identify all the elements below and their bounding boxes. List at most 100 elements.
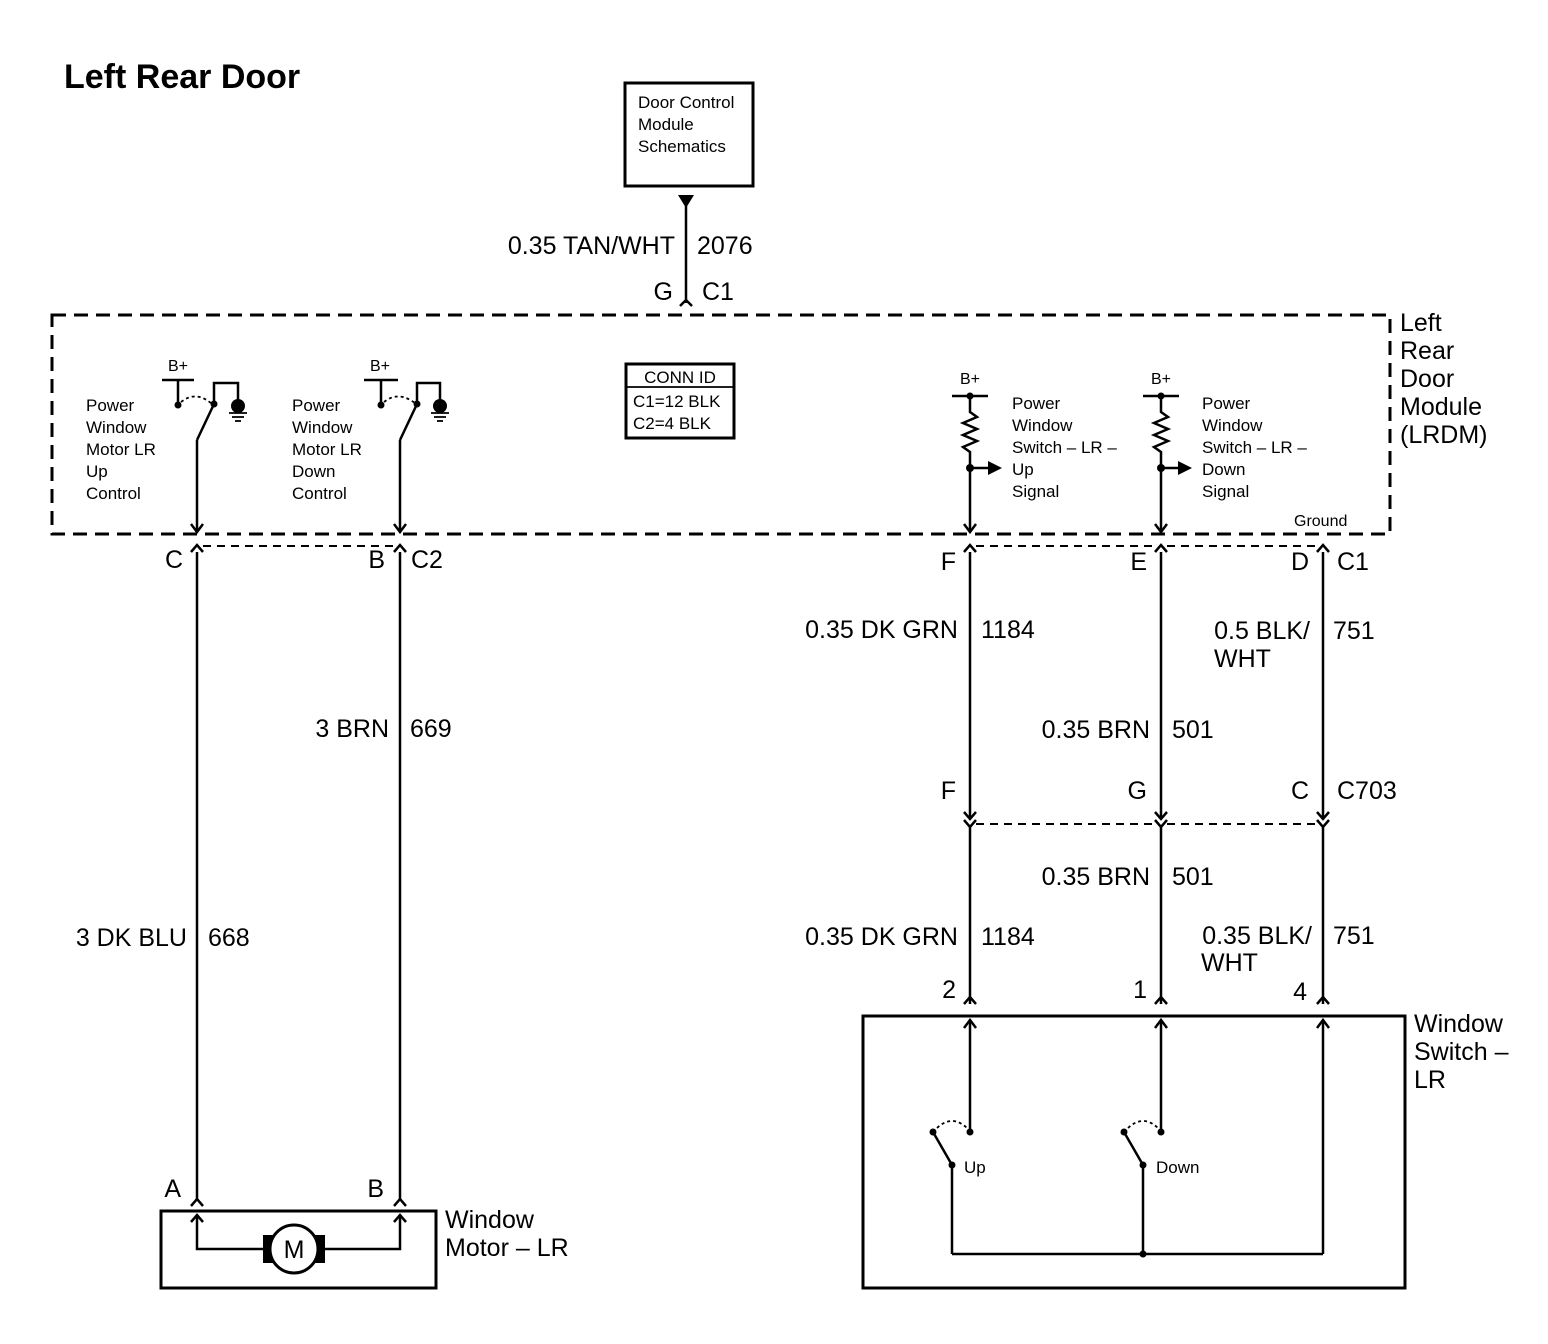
lrdm-boundary — [50, 313, 1392, 536]
wire-501: 0.35 BRN 501 — [1042, 552, 1214, 818]
motor-label-2: Motor – LR — [445, 1234, 569, 1262]
down-signal-label-3: Switch – LR – — [1202, 438, 1307, 457]
motor-pin-a: A — [164, 1175, 181, 1203]
down-signal-circuit: B+ Power Window Switch – LR – Down Signa… — [1143, 371, 1307, 535]
wire-1184-gauge: 0.35 DK GRN — [805, 616, 958, 644]
wire-669: 3 BRN 669 — [315, 552, 452, 1200]
wire-2076-pin: G — [654, 278, 673, 306]
up-control-label-4: Up — [86, 462, 108, 481]
down-control-label-2: Window — [292, 418, 353, 437]
pin-b: B — [368, 546, 385, 574]
wire-2076-circuit: 2076 — [697, 232, 753, 260]
up-control-label-1: Power — [86, 396, 135, 415]
lrdm-label-2: Rear — [1400, 337, 1454, 365]
pin-f: F — [941, 548, 956, 576]
switch-down-label: Down — [1156, 1158, 1199, 1177]
bplus-label: B+ — [960, 371, 980, 388]
wire-2076: 0.35 TAN/WHT 2076 G C1 — [508, 195, 753, 307]
up-signal-label-3: Switch – LR – — [1012, 438, 1117, 457]
window-switch-label-1: Window — [1414, 1010, 1504, 1038]
wire-668-gauge: 3 DK BLU — [76, 924, 187, 952]
module-connectors: C B C2 F E D C1 — [165, 543, 1369, 576]
wire-501-circuit: 501 — [1172, 716, 1214, 744]
up-signal-label-5: Signal — [1012, 482, 1059, 501]
wire-751-circuit: 751 — [1333, 617, 1375, 645]
ground-icon — [231, 399, 245, 413]
dcm-label-2: Module — [638, 115, 694, 134]
down-signal-label-2: Window — [1202, 416, 1263, 435]
up-control-label-3: Motor LR — [86, 440, 156, 459]
dcm-label-3: Schematics — [638, 137, 726, 156]
wire-751-lower-gauge-2: WHT — [1201, 949, 1258, 977]
switch-up-label: Up — [964, 1158, 986, 1177]
down-signal-label-4: Down — [1202, 460, 1245, 479]
down-control-label-1: Power — [292, 396, 341, 415]
wire-669-circuit: 669 — [410, 715, 452, 743]
down-control-switch: B+ Power Window Motor LR Down Control — [292, 358, 449, 535]
arrow-right-icon — [1178, 461, 1192, 475]
wire-1184-circuit: 1184 — [981, 616, 1035, 644]
motor-symbol: M — [284, 1236, 305, 1264]
wire-1184: 0.35 DK GRN 1184 — [805, 552, 1035, 818]
wire-501-lower-gauge: 0.35 BRN — [1042, 863, 1150, 891]
up-signal-circuit: B+ Power Window Switch – LR – Up Signal — [952, 371, 1117, 535]
dcm-label-1: Door Control — [638, 93, 734, 112]
wire-751-lower: 0.35 BLK/ WHT 751 — [1201, 827, 1375, 1004]
pin-c: C — [165, 546, 183, 574]
up-control-label-5: Control — [86, 484, 141, 503]
diagram-title: Left Rear Door — [64, 58, 300, 96]
arrow-down-icon — [678, 195, 694, 208]
lrdm-label-3: Door — [1400, 365, 1454, 393]
arrow-right-icon — [988, 461, 1002, 475]
window-switch-label-2: Switch – — [1414, 1038, 1509, 1066]
up-control-switch: B+ Power Window Motor LR Up Control — [86, 358, 247, 535]
wire-751: 0.5 BLK/ WHT 751 — [1214, 552, 1375, 818]
c703-pin-g: G — [1128, 777, 1147, 805]
c703-connector: F G C C703 — [941, 777, 1397, 829]
down-signal-label-1: Power — [1202, 394, 1251, 413]
c703-pin-c: C — [1291, 777, 1309, 805]
lrdm-label-4: Module — [1400, 393, 1482, 421]
ground-icon — [433, 399, 447, 413]
conn-id-c2: C2=4 BLK — [633, 414, 712, 433]
motor-icon — [268, 1223, 320, 1275]
switch-pin-1: 1 — [1133, 976, 1147, 1004]
bplus-label: B+ — [1151, 371, 1171, 388]
down-control-label-5: Control — [292, 484, 347, 503]
pin-d: D — [1291, 548, 1309, 576]
lrdm-label: Left Rear Door Module (LRDM) — [1400, 309, 1488, 449]
up-signal-label-4: Up — [1012, 460, 1034, 479]
window-switch-label-3: LR — [1414, 1066, 1446, 1094]
wire-2076-conn: C1 — [702, 278, 734, 306]
bplus-label: B+ — [370, 358, 390, 375]
ground-label: Ground — [1294, 513, 1347, 530]
wire-501-lower: 0.35 BRN 501 — [1042, 827, 1214, 1004]
wire-1184-lower-gauge: 0.35 DK GRN — [805, 923, 958, 951]
window-switch-lr[interactable]: Window Switch – LR Up Down — [861, 1010, 1509, 1290]
door-control-module-box[interactable]: Door Control Module Schematics — [623, 81, 755, 188]
lrdm-label-5: (LRDM) — [1400, 421, 1488, 449]
wire-751-gauge-1: 0.5 BLK/ — [1214, 617, 1310, 645]
motor-label-1: Window — [445, 1206, 535, 1234]
down-control-label-3: Motor LR — [292, 440, 362, 459]
c703-pin-f: F — [941, 777, 956, 805]
wire-501-gauge: 0.35 BRN — [1042, 716, 1150, 744]
resistor-icon — [959, 396, 981, 532]
conn-id-c1: C1=12 BLK — [633, 392, 721, 411]
wire-1184-lower-circuit: 1184 — [981, 923, 1035, 951]
conn-id-box: CONN ID C1=12 BLK C2=4 BLK — [624, 362, 736, 440]
wire-669-gauge: 3 BRN — [315, 715, 389, 743]
c703-name: C703 — [1337, 777, 1397, 805]
wire-751-gauge-2: WHT — [1214, 645, 1271, 673]
wire-668: 3 DK BLU 668 — [76, 552, 250, 1200]
wire-668-circuit: 668 — [208, 924, 250, 952]
wire-1184-lower: 0.35 DK GRN 1184 — [805, 827, 1035, 1004]
conn-c1: C1 — [1337, 548, 1369, 576]
switch-pin-2: 2 — [942, 976, 956, 1004]
bplus-label: B+ — [168, 358, 188, 375]
window-motor-lr[interactable]: A B M Window Motor – LR — [159, 1175, 569, 1290]
lrdm-label-1: Left — [1400, 309, 1442, 337]
wire-2076-gauge: 0.35 TAN/WHT — [508, 232, 675, 260]
window-switch-pins: 2 1 4 — [942, 976, 1330, 1006]
